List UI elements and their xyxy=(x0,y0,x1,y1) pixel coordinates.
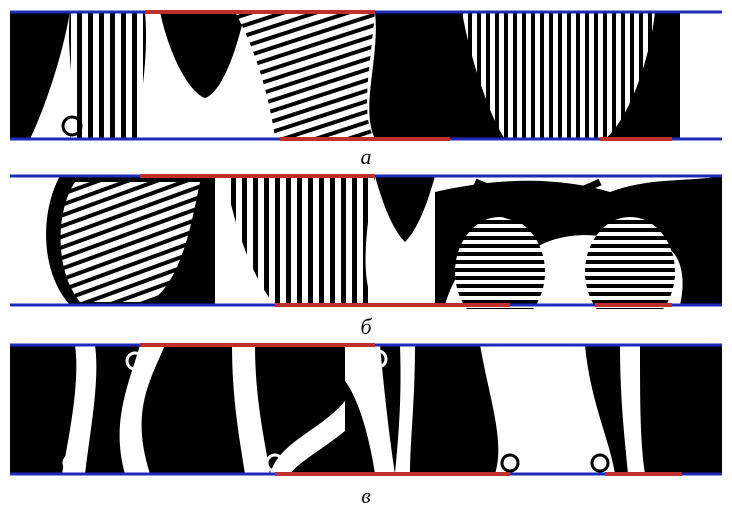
panel-b-notch xyxy=(375,176,435,242)
panel-b-double-lobe-dark xyxy=(435,176,722,305)
panel-c-spiral-1 xyxy=(62,453,82,473)
caption-a: а xyxy=(360,144,372,169)
panel-a-diagonal-fringes xyxy=(235,12,375,139)
panel-a-dark-block xyxy=(369,12,450,139)
panel-c-spiral-3 xyxy=(265,453,285,473)
panel-c-band-7 xyxy=(480,345,615,474)
fringe-panel-c xyxy=(0,341,732,478)
fringe-pattern-a xyxy=(10,10,722,141)
fringe-pattern-c xyxy=(10,343,722,476)
panel-a-right-light xyxy=(680,12,722,139)
panel-a-notch-core xyxy=(160,12,245,98)
panel-c-spiral-5 xyxy=(500,453,520,473)
fringe-panel-a xyxy=(0,8,732,143)
panel-c-spiral-6 xyxy=(590,453,610,473)
panel-c-band-2 xyxy=(119,345,165,474)
panel-c-spiral-2 xyxy=(125,351,145,371)
panel-b-arc-2 xyxy=(478,198,607,225)
panel-a-vertical-fringes xyxy=(68,12,147,139)
panel-b-arc-1 xyxy=(473,178,602,201)
fringe-panel-b xyxy=(0,172,732,309)
panel-c-spiral-4 xyxy=(368,349,388,369)
caption-c: в xyxy=(361,483,371,508)
panel-c-band-6 xyxy=(395,345,415,474)
panel-b-left-lobe-fringes xyxy=(455,217,545,309)
panel-a-u-fringes xyxy=(462,12,655,139)
panel-c-band-1 xyxy=(62,345,97,474)
panel-a-spiral xyxy=(61,115,83,137)
panel-c-band-3 xyxy=(232,345,270,474)
panel-b-diagonal-fringes xyxy=(60,182,200,302)
panel-c-band-5 xyxy=(345,345,395,474)
panel-a-dark-region xyxy=(10,12,70,139)
panel-c-band-8 xyxy=(620,345,645,474)
panel-b-vertical-fringes xyxy=(225,176,375,305)
caption-b: б xyxy=(360,314,372,339)
fringe-pattern-b xyxy=(10,174,722,309)
panel-c-band-4 xyxy=(270,401,345,474)
panel-b-right-lobe-fringes xyxy=(585,217,675,309)
